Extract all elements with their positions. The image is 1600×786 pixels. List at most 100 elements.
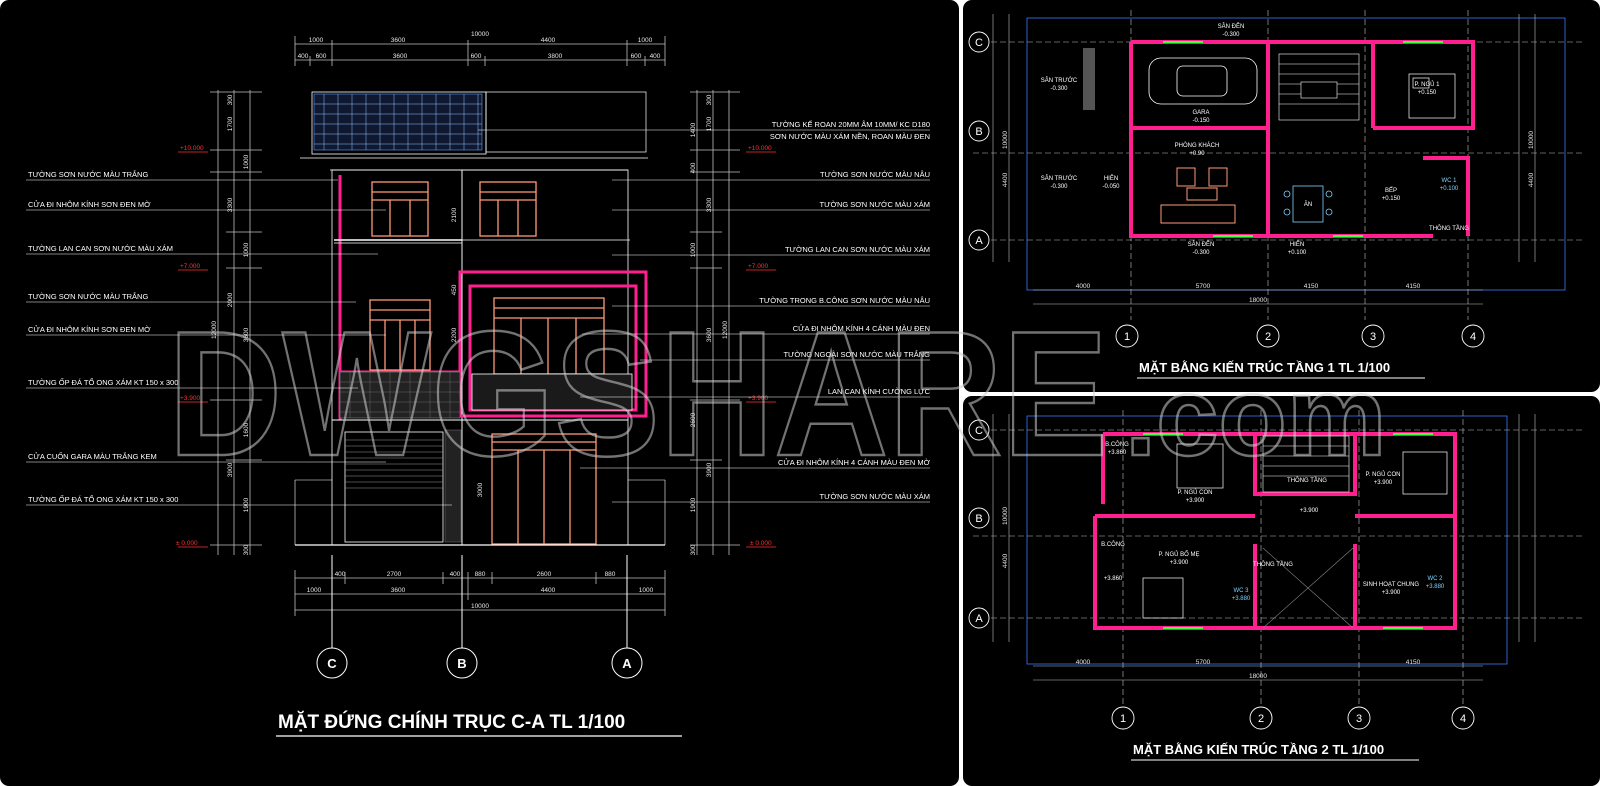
inner-dim-1: 2100: [451, 207, 458, 222]
room-name: BẾP: [1385, 187, 1397, 194]
room-level: -0.300: [1222, 32, 1240, 38]
floor2-grid-bubbles: [968, 419, 1475, 730]
room-name: WC 2: [1428, 576, 1444, 582]
room-level: +3.900: [1374, 480, 1393, 486]
bottom-dim2-4: 1000: [639, 587, 654, 594]
room-level: +3.900: [1300, 508, 1319, 514]
f1-grid-col-2: 2: [1265, 331, 1271, 343]
room-level: +0.150: [1418, 90, 1437, 96]
vdim-l-7: 2000: [227, 292, 234, 307]
vdim-r-4: 400: [690, 162, 697, 173]
room-level: -0.050: [1102, 184, 1120, 190]
vdim-r-6: 1000: [690, 242, 697, 257]
note-right-7: CỬA ĐI NHÔM KÍNH 4 CÁNH MÀU ĐEN: [793, 324, 930, 333]
bottom-dim-4: 880: [475, 571, 486, 578]
room-name: P. NGỦ BỐ MẸ: [1159, 551, 1200, 558]
level-right-1: +10.000: [748, 145, 772, 152]
room-name: SÂN TRƯỚC: [1041, 77, 1078, 84]
note-left-5: CỬA ĐI NHÔM KÍNH SƠN ĐEN MỜ: [28, 325, 151, 334]
room-name: SINH HOẠT CHUNG: [1363, 582, 1420, 588]
floor2-plan: 10000 4400 4000 5700 4150 18000 C B A 1 …: [968, 410, 1583, 761]
floor1-grid: [973, 10, 1583, 320]
sofa-icon: [1160, 167, 1236, 224]
note-left-7: CỬA CUỐN GARA MÀU TRẮNG KEM: [28, 451, 157, 461]
bottom-dim-5: 2600: [537, 571, 552, 578]
f2-bottom-total: 18000: [1249, 673, 1267, 680]
bottom-dim2-2: 3600: [391, 587, 406, 594]
room-name: THÔNG TẦNG: [1429, 225, 1469, 232]
floor2-title: MẶT BẰNG KIẾN TRÚC TẦNG 2 TL 1/100: [1133, 742, 1384, 757]
room-level: +0.150: [1382, 196, 1401, 202]
f1-right-dim-1: 10000: [1528, 131, 1535, 149]
vdim-l-4: 3300: [227, 197, 234, 212]
floor2-stair-icon: [1262, 435, 1354, 629]
garage-shutter: [345, 439, 443, 489]
bottom-dim2-3: 4400: [541, 587, 556, 594]
bottom-dim-total: 10000: [471, 603, 489, 610]
floor1-title: MẶT BẰNG KIẾN TRÚC TẦNG 1 TL 1/100: [1139, 360, 1390, 375]
top-dim2-5: 3800: [548, 53, 563, 60]
room-name: P. NGỦ 1: [1415, 81, 1441, 88]
vdim-r-7: 12000: [722, 321, 729, 339]
note-right-4: TƯỜNG SƠN NƯỚC MÀU XÁM: [820, 200, 930, 209]
f2-left-dim-1: 10000: [1002, 507, 1009, 525]
level-right-2: +7.000: [748, 263, 768, 270]
room-name: SÂN ĐÊN: [1218, 22, 1245, 30]
floor2-bed-icons: [1142, 443, 1448, 619]
f1-left-dim-2: 4400: [1002, 172, 1009, 187]
floor1-plan: 10000 4400 10000 4400 4000 5700 4150 415…: [968, 10, 1583, 379]
vdim-l-5: 1000: [243, 242, 250, 257]
right-vertical-dims: [690, 90, 740, 555]
room-name: SÂN TRƯỚC: [1041, 175, 1078, 182]
top-dim-4: 1000: [638, 37, 653, 44]
top-dimensions: [294, 36, 666, 66]
bottom-dimensions: [294, 570, 666, 616]
note-right-5: TƯỜNG LAN CAN SƠN NƯỚC MÀU XÁM: [785, 245, 930, 254]
room-name: SÂN ĐÊN: [1188, 240, 1215, 248]
f2-bottom-dim-1: 4000: [1076, 659, 1091, 666]
floor1-room-labels: SÂN ĐÊN -0.300 SÂN TRƯỚC -0.300 GARA -0.…: [1041, 22, 1470, 256]
room-name: GARA: [1192, 110, 1209, 116]
note-right-8: TƯỜNG NGOÀI SƠN NƯỚC MÀU TRẮNG: [783, 350, 930, 359]
f2-grid-col-1: 1: [1120, 713, 1126, 725]
room-level: +3.860: [1104, 576, 1123, 582]
floor1-grid-bubbles: [968, 31, 1485, 348]
f1-grid-row-b: B: [975, 126, 982, 138]
vdim-r-5: 3300: [706, 197, 713, 212]
vdim-r-1: 300: [706, 94, 713, 105]
room-level: +3.900: [1170, 560, 1189, 566]
room-name: HIÊN: [1104, 174, 1118, 182]
f2-grid-col-4: 4: [1460, 713, 1466, 725]
floor2-windows: [1143, 433, 1433, 629]
top-dim2-3: 3600: [393, 53, 408, 60]
top-dim-total: 10000: [471, 31, 489, 38]
f1-grid-col-3: 3: [1370, 331, 1376, 343]
bottom-dim-6: 880: [605, 571, 616, 578]
note-left-8: TƯỜNG ỐP ĐÁ TỔ ONG XÁM KT 150 x 300: [28, 494, 178, 504]
floor2-dim-lines: [992, 414, 1536, 681]
bottom-dim-1: 400: [335, 571, 346, 578]
floor1-walls: [1129, 40, 1475, 238]
floor2-room-labels: B.CÔNG +3.860 P. NGỦ CON +3.900 THÔNG TẦ…: [1101, 441, 1445, 602]
room-level: +0.100: [1288, 250, 1307, 256]
vdim-l-9: 1600: [243, 422, 250, 437]
top-dim-2: 3600: [391, 37, 406, 44]
axis-label-b: B: [457, 656, 466, 671]
f1-bottom-dim-4: 4150: [1406, 283, 1421, 290]
room-level: -0.300: [1050, 184, 1068, 190]
top-dim2-4: 600: [471, 53, 482, 60]
room-level: +3.880: [1426, 584, 1445, 590]
f2-bottom-dim-2: 5700: [1196, 659, 1211, 666]
inner-dim-3: 2200: [451, 327, 458, 342]
inner-dim-2: 450: [451, 284, 458, 295]
f1-left-dim-1: 10000: [1002, 131, 1009, 149]
room-name: WC 1: [1442, 178, 1458, 184]
top-dim2-6: 600: [631, 53, 642, 60]
note-right-6: TƯỜNG TRONG B.CÔNG SƠN NƯỚC MÀU NÂU: [759, 296, 930, 305]
room-level: +3.900: [1186, 498, 1205, 504]
bottom-dim-2: 2700: [387, 571, 402, 578]
vdim-r-12: 300: [690, 544, 697, 555]
f1-grid-row-a: A: [975, 235, 983, 247]
f1-bottom-dim-2: 5700: [1196, 283, 1211, 290]
upper-windows: [371, 181, 537, 237]
